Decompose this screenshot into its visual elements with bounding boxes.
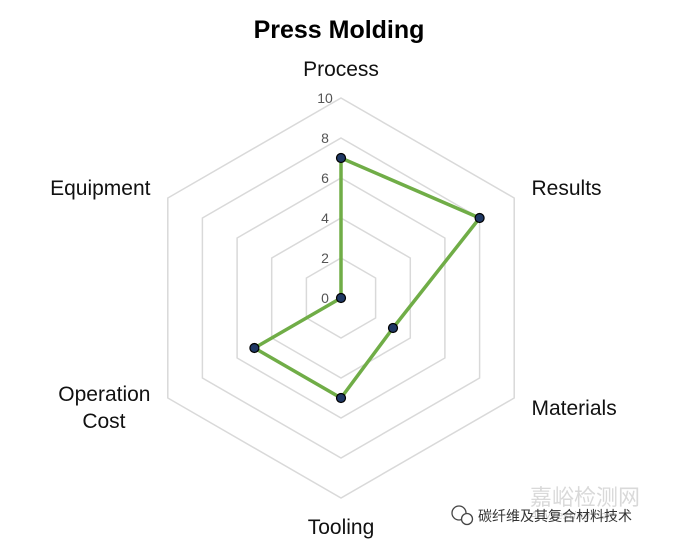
tick-label: 6 — [321, 170, 329, 186]
radar-series — [249, 152, 485, 404]
axis-label: Results — [532, 177, 602, 200]
axis-label: Process — [303, 58, 379, 81]
watermark-account: 碳纤维及其复合材料技术 — [478, 508, 632, 525]
data-point-operation-cost — [249, 342, 260, 354]
data-point-process — [335, 152, 347, 164]
data-point-materials — [387, 322, 399, 334]
series-line — [252, 156, 482, 400]
data-point-results — [474, 212, 485, 224]
watermark-site-big: 嘉峪检测网 — [530, 486, 640, 511]
grid-ring-2 — [305, 257, 377, 339]
tick-label: 4 — [321, 210, 329, 226]
radar-tick-labels: 0 2 4 6 8 10 — [317, 90, 333, 306]
watermark-site-small: AnyTesting.com — [529, 509, 617, 522]
axis-label: Materials — [532, 397, 617, 420]
wechat-icon — [451, 505, 474, 526]
tick-label: 10 — [317, 90, 333, 106]
grid-ring-6 — [236, 177, 446, 419]
chart-title: Press Molding — [254, 16, 425, 44]
tick-label: 8 — [321, 130, 329, 146]
tick-label: 0 — [321, 290, 329, 306]
tick-label: 2 — [321, 250, 329, 266]
axis-label: Equipment — [50, 177, 151, 200]
data-point-equipment — [335, 292, 347, 304]
grid-ring-10 — [167, 97, 515, 499]
data-point-tooling — [335, 392, 347, 404]
watermark: 嘉峪检测网 AnyTesting.com 碳纤维及其复合材料技术 — [451, 486, 640, 526]
grid-ring-4 — [270, 217, 412, 379]
axis-label: Tooling — [308, 516, 375, 539]
